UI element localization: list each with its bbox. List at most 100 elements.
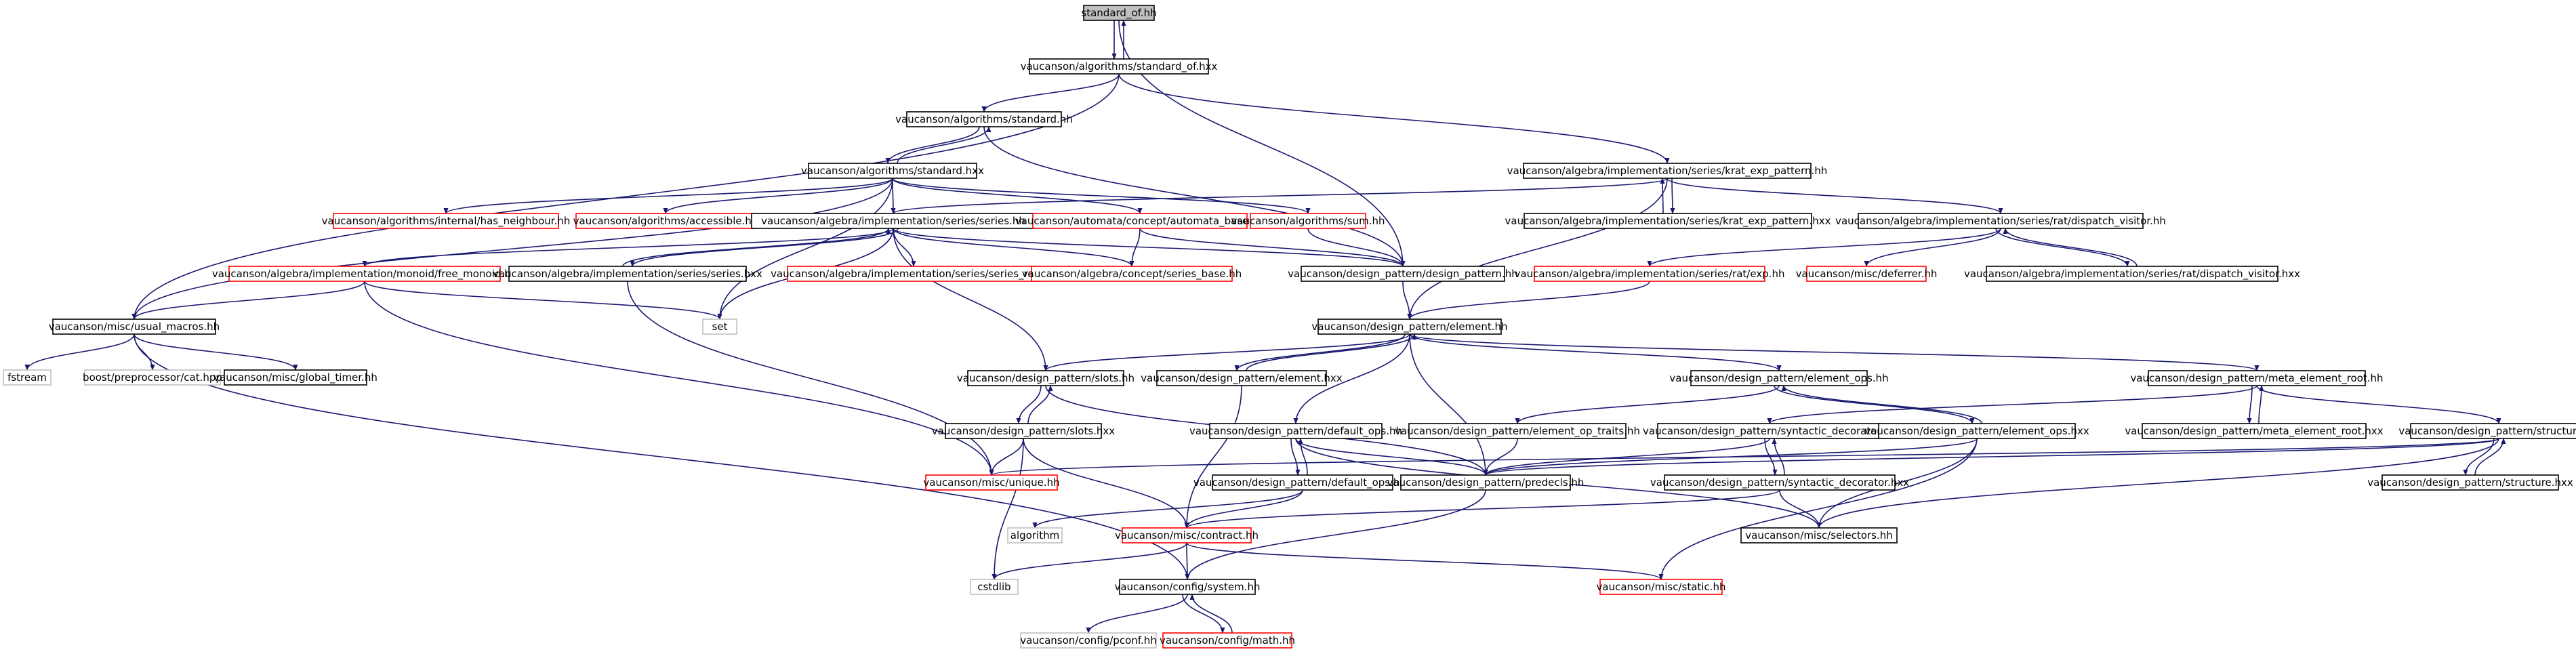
edge-n43-n47 [1186,542,1664,580]
node-label: vaucanson/design_pattern/design_pattern.… [1288,268,1518,281]
node-label: vaucanson/design_pattern/element.hh [1311,321,1507,333]
graph-node[interactable]: vaucanson/misc/global_timer.hh [213,369,377,386]
graph-node[interactable]: vaucanson/algebra/implementation/series/… [1964,266,2300,282]
graph-node[interactable]: vaucanson/design_pattern/element.hh [1311,319,1508,335]
graph-node[interactable]: vaucanson/algebra/implementation/series/… [771,266,1057,282]
edge-n21-n25 [134,333,298,371]
graph-node[interactable]: vaucanson/misc/deferrer.hh [1796,266,1938,282]
edge-n36-n44 [1816,438,2499,529]
edge-n49-n46 [1189,594,1233,634]
graph-node[interactable]: vaucanson/design_pattern/default_ops.hh [1189,423,1402,439]
graph-node[interactable]: vaucanson/algebra/implementation/series/… [1515,266,1785,282]
graph-node[interactable]: vaucanson/design_pattern/structure.hh [2398,423,2576,439]
node-label: vaucanson/design_pattern/structure.hxx [2367,476,2573,489]
node-label: vaucanson/design_pattern/default_ops.hh [1189,425,1402,438]
graph-node[interactable]: vaucanson/misc/contract.hh [1115,527,1259,544]
graph-node[interactable]: vaucanson/algebra/implementation/series/… [1835,213,2166,229]
node-label: vaucanson/design_pattern/element_ops.hh [1669,372,1888,385]
graph-node[interactable]: vaucanson/misc/static.hh [1597,579,1726,595]
graph-node[interactable]: vaucanson/design_pattern/element_ops.hh [1669,370,1889,386]
node-label: vaucanson/misc/contract.hh [1115,529,1259,541]
node-box [52,319,216,335]
graph-node[interactable]: vaucanson/misc/usual_macros.hh [49,319,220,335]
edge-n3-n11 [1667,178,2003,214]
graph-node[interactable]: vaucanson/algorithms/standard_of.hxx [1021,58,1218,75]
graph-node[interactable]: vaucanson/design_pattern/element_op_trai… [1395,423,1640,439]
graph-node[interactable]: vaucanson/design_pattern/design_pattern.… [1288,266,1518,282]
edge-n41-n36 [2474,438,2506,476]
edge-n21-n24 [134,333,155,371]
graph-node[interactable]: vaucanson/config/math.hh [1160,632,1295,649]
node-box [508,266,747,282]
edge-n29-n36 [2256,385,2501,424]
graph-node[interactable]: vaucanson/algebra/implementation/series/… [493,266,762,282]
edge-n31-n39 [1295,438,1488,476]
node-label: vaucanson/design_pattern/syntactic_decor… [1650,476,1909,489]
graph-node[interactable]: vaucanson/algorithms/standard.hxx [801,163,984,179]
graph-node[interactable]: vaucanson/design_pattern/slots.hh [957,370,1134,386]
edge-n46-n49 [1182,594,1225,634]
graph-node[interactable]: vaucanson/design_pattern/structure.hxx [2367,474,2573,491]
node-label: vaucanson/algebra/concept/series_base.hh [1022,268,1242,281]
node-label: vaucanson/design_pattern/slots.hh [957,372,1134,385]
node-label: vaucanson/algebra/implementation/series/… [493,268,762,280]
node-label: vaucanson/design_pattern/syntactic_decor… [1643,425,1896,438]
graph-node[interactable]: vaucanson/algorithms/sum.hh [1231,213,1385,229]
graph-node[interactable]: vaucanson/algorithms/accessible.hh [573,213,758,229]
node-box [1317,319,1502,335]
edge-n30-n37 [989,438,1024,476]
graph-node[interactable]: vaucanson/algebra/implementation/series/… [1507,163,1828,179]
graph-node[interactable]: vaucanson/design_pattern/predecls.hh [1387,474,1585,491]
graph-node[interactable]: vaucanson/misc/selectors.hh [1740,527,1898,544]
graph-node[interactable]: vaucanson/algebra/implementation/series/… [751,213,1036,229]
graph-node[interactable]: vaucanson/design_pattern/meta_element_ro… [2130,370,2384,386]
node-label: boost/preprocessor/cat.hpp [83,371,222,384]
edge-n36-n41 [2463,438,2495,476]
graph-node[interactable]: vaucanson/misc/unique.hh [923,474,1060,491]
graph-node[interactable]: vaucanson/design_pattern/default_ops.hxx [1193,474,1412,491]
node-box [906,111,1062,127]
graph-node[interactable]: vaucanson/design_pattern/syntactic_decor… [1643,423,1896,439]
graph-node[interactable]: vaucanson/design_pattern/element.hxx [1141,370,1343,386]
edge-n11-n17 [1647,228,2001,267]
graph-node[interactable]: vaucanson/algorithms/internal/has_neighb… [322,213,571,229]
edge-n22-n26 [1043,333,1410,371]
node-label: vaucanson/algorithms/internal/has_neighb… [322,215,571,228]
graph-node[interactable]: vaucanson/design_pattern/slots.hxx [932,423,1116,439]
graph-node[interactable]: vaucanson/config/system.hh [1114,579,1261,595]
node-label: vaucanson/design_pattern/element.hxx [1141,372,1343,385]
edge-n40-n44 [1779,489,1822,529]
edge-n3-n7 [891,178,1668,214]
edge-n1-n2 [981,73,1120,112]
node-box [1690,370,1868,386]
graph-node[interactable]: vaucanson/algorithms/standard.hh [895,111,1073,127]
node-box [1083,5,1155,21]
node-label: vaucanson/config/math.hh [1160,634,1295,647]
edge-n7-n15 [893,228,1134,267]
node-label: vaucanson/algorithms/sum.hh [1231,215,1385,227]
node-box [1122,527,1252,544]
edges-layer [24,20,2506,634]
node-label: vaucanson/algebra/implementation/series/… [761,215,1025,227]
edge-n2-n4 [885,126,980,164]
node-label: vaucanson/misc/usual_macros.hh [49,321,220,333]
graph-node[interactable]: vaucanson/automata/concept/automata_base… [1015,213,1265,229]
node-label: vaucanson/algebra/implementation/monoid/… [212,268,517,281]
node-box [967,370,1124,386]
node-box [702,319,737,335]
edge-n1-n21 [131,73,1120,320]
graph-node[interactable]: vaucanson/algebra/concept/series_base.hh [1022,266,1242,282]
graph-node[interactable]: vaucanson/algebra/implementation/series/… [1505,213,1831,229]
edge-n35-n29 [2258,385,2264,424]
node-box [1400,474,1571,491]
edge-n8-n15 [1129,228,1141,267]
graph-node[interactable]: standard_of.hh [1081,5,1157,21]
node-box [970,579,1019,595]
edge-n34-n47 [1658,438,1978,580]
graph-node[interactable]: vaucanson/design_pattern/meta_element_ro… [2125,423,2384,439]
node-label: vaucanson/design_pattern/structure.hh [2398,425,2576,438]
graph-node[interactable]: vaucanson/design_pattern/element_ops.hxx [1864,423,2089,439]
graph-node[interactable]: vaucanson/design_pattern/syntactic_decor… [1650,474,1909,491]
graph-node[interactable]: vaucanson/algebra/implementation/monoid/… [212,266,517,282]
